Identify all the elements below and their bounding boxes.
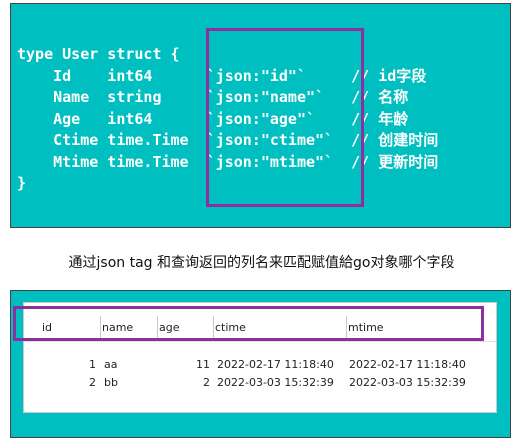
json-tag-highlight-box bbox=[206, 28, 364, 207]
column-header-age[interactable]: age bbox=[159, 321, 180, 334]
column-header-mtime[interactable]: mtime bbox=[348, 321, 384, 334]
column-header-ctime[interactable]: ctime bbox=[215, 321, 246, 334]
code-line-struct-open: type User struct { bbox=[17, 45, 180, 63]
column-separator[interactable] bbox=[346, 316, 347, 338]
code-line-id: Id int64 `json:"id"` // id字段 bbox=[17, 66, 427, 85]
column-header-id[interactable]: id bbox=[42, 321, 53, 334]
code-panel: type User struct { Id int64 `json:"id"` … bbox=[10, 3, 511, 228]
column-separator[interactable] bbox=[213, 316, 214, 338]
cell-age: 2 bbox=[203, 376, 210, 389]
cell-ctime: 2022-02-17 11:18:40 bbox=[217, 358, 334, 371]
column-header-name[interactable]: name bbox=[102, 321, 134, 334]
cell-id: 2 bbox=[89, 376, 96, 389]
table-panel: id name age ctime mtime 1 aa 11 2022-02-… bbox=[10, 290, 511, 438]
column-separator[interactable] bbox=[157, 316, 158, 338]
cell-name: bb bbox=[104, 376, 118, 389]
caption: 通过json tag 和查询返回的列名来匹配赋值給go对象哪个字段 bbox=[68, 255, 455, 271]
code-line-ctime: Ctime time.Time `json:"ctime"` // 创建时间 bbox=[17, 131, 439, 149]
code-line-name: Name string `json:"name"` // 名称 bbox=[17, 88, 409, 106]
header-divider bbox=[24, 341, 496, 342]
cell-age: 11 bbox=[196, 358, 210, 371]
code-line-mtime: Mtime time.Time `json:"mtime"` // 更新时间 bbox=[17, 152, 439, 171]
cell-ctime: 2022-03-03 15:32:39 bbox=[217, 376, 334, 389]
cell-mtime: 2022-03-03 15:32:39 bbox=[349, 376, 466, 389]
column-separator[interactable] bbox=[100, 316, 101, 338]
result-table: id name age ctime mtime 1 aa 11 2022-02-… bbox=[23, 302, 497, 413]
code-line-age: Age int64 `json:"age"` // 年龄 bbox=[17, 109, 409, 128]
code-line-struct-close: } bbox=[17, 174, 27, 192]
code-block: type User struct { Id int64 `json:"id"` … bbox=[17, 44, 438, 195]
cell-name: aa bbox=[104, 358, 118, 371]
cell-id: 1 bbox=[89, 358, 96, 371]
column-header-highlight-box bbox=[13, 306, 484, 341]
cell-mtime: 2022-02-17 11:18:40 bbox=[349, 358, 466, 371]
